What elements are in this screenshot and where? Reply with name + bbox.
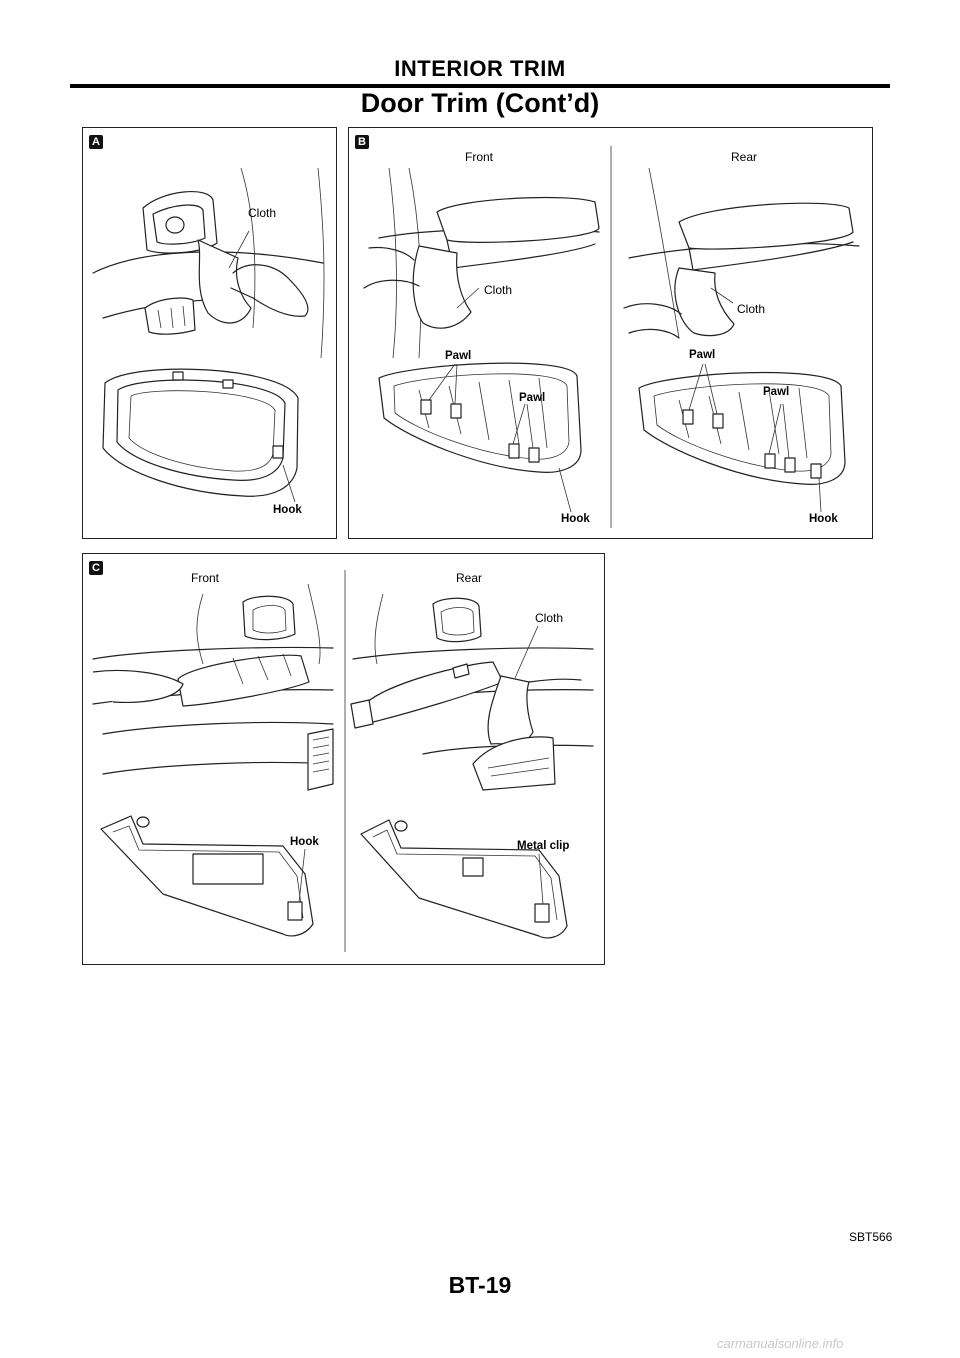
label-rear-c: Rear bbox=[456, 571, 483, 585]
label-front-c: Front bbox=[191, 571, 220, 585]
label-hook: Hook bbox=[273, 504, 302, 516]
label-cloth-front: Cloth bbox=[484, 283, 513, 297]
figure-panel-a: A Cloth Hook bbox=[82, 127, 337, 539]
label-hook-c: Hook bbox=[290, 836, 319, 848]
label-rear: Rear bbox=[731, 150, 758, 164]
label-pawl-front-1: Pawl bbox=[445, 350, 472, 362]
label-front: Front bbox=[465, 150, 494, 164]
label-cloth: Cloth bbox=[248, 206, 277, 220]
watermark: carmanualsonline.info bbox=[717, 1336, 844, 1351]
label-pawl-front-2: Pawl bbox=[519, 392, 546, 404]
section-title: INTERIOR TRIM bbox=[394, 56, 566, 81]
door-handle-illustration bbox=[83, 128, 338, 540]
label-hook-rear: Hook bbox=[809, 513, 838, 525]
figure-code: SBT566 bbox=[849, 1230, 893, 1244]
label-pawl-rear-2: Pawl bbox=[763, 386, 790, 398]
page-title: Door Trim (Cont’d) bbox=[360, 88, 600, 118]
figure-panel-c: C bbox=[82, 553, 605, 965]
panel-badge-b: B bbox=[355, 135, 369, 149]
label-pawl-rear-1: Pawl bbox=[689, 349, 716, 361]
label-hook-front: Hook bbox=[561, 513, 590, 525]
figure-panel-b: B bbox=[348, 127, 873, 539]
label-metal-clip: Metal clip bbox=[517, 840, 570, 852]
armrest-illustration bbox=[349, 128, 874, 540]
label-cloth-rear: Cloth bbox=[737, 302, 766, 316]
header-rule bbox=[70, 84, 890, 88]
panel-badge-a: A bbox=[89, 135, 103, 149]
label-cloth-c: Cloth bbox=[535, 611, 564, 625]
panel-badge-c: C bbox=[89, 561, 103, 575]
power-window-switch-illustration bbox=[83, 554, 606, 966]
page-number: BT-19 bbox=[448, 1272, 512, 1298]
